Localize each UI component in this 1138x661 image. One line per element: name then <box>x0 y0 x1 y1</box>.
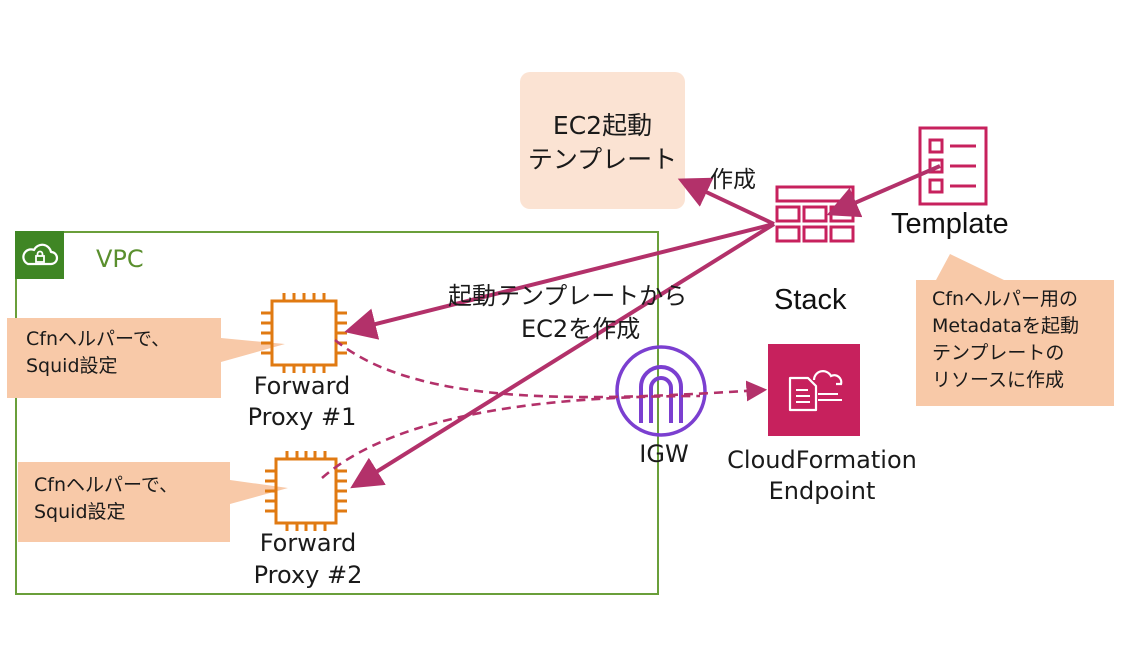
proxy2-callout-line1: Cfnヘルパーで、 <box>34 474 179 496</box>
vpc-cloud-lock-icon <box>15 231 64 279</box>
igw-label: IGW <box>639 440 689 468</box>
ec2-instance-icon <box>261 293 347 373</box>
proxy1-label-line2: Proxy #1 <box>247 403 357 431</box>
template-callout-shape <box>916 254 1114 406</box>
proxy1-callout-line2: Squid設定 <box>26 355 118 377</box>
launch-template-box <box>520 72 685 209</box>
cfn-endpoint-label-line2: Endpoint <box>768 477 876 505</box>
cfn-endpoint-label-line1: CloudFormation <box>727 446 917 474</box>
stack-to-proxy1-arrow <box>344 222 775 340</box>
proxy1-callout-line1: Cfnヘルパーで、 <box>26 328 171 350</box>
proxy2-callout-line2: Squid設定 <box>34 501 126 523</box>
proxy1-callout-shape <box>7 318 285 398</box>
template-callout-line2: Metadataを起動 <box>932 315 1079 337</box>
stack-to-launch-template-arrow <box>677 177 775 226</box>
vpc-label: VPC <box>96 245 144 273</box>
vpc-group <box>15 231 659 595</box>
template-callout-line1: Cfnヘルパー用の <box>932 288 1078 310</box>
launch-template-label-line1: EC2起動 <box>552 111 653 140</box>
launch-edge-label-line2: EC2を作成 <box>521 315 641 343</box>
proxy2-label-line2: Proxy #2 <box>253 561 363 589</box>
cloudformation-endpoint-icon <box>768 344 860 436</box>
template-label: Template <box>891 208 1009 240</box>
template-to-stack-arrow <box>826 164 941 218</box>
launch-template-label-line2: テンプレート <box>527 145 678 174</box>
stack-label: Stack <box>774 284 847 316</box>
proxy1-to-endpoint-dashed <box>334 338 768 402</box>
proxy2-to-endpoint-dashed <box>321 394 701 479</box>
proxy2-callout-shape <box>18 462 288 542</box>
proxy1-label-line1: Forward <box>253 372 351 400</box>
stack-to-proxy2-arrow <box>350 222 776 489</box>
template-callout-line3: テンプレートの <box>932 342 1065 364</box>
template-callout-line4: リソースに作成 <box>932 369 1065 391</box>
proxy2-label-line1: Forward <box>259 529 357 557</box>
cloudformation-template-icon <box>918 126 988 206</box>
create-edge-label: 作成 <box>710 167 756 193</box>
cloudformation-stack-icon <box>775 185 855 243</box>
internet-gateway-icon <box>615 345 707 437</box>
launch-edge-label-line1: 起動テンプレートから <box>448 282 688 310</box>
ec2-instance-icon <box>265 451 347 531</box>
